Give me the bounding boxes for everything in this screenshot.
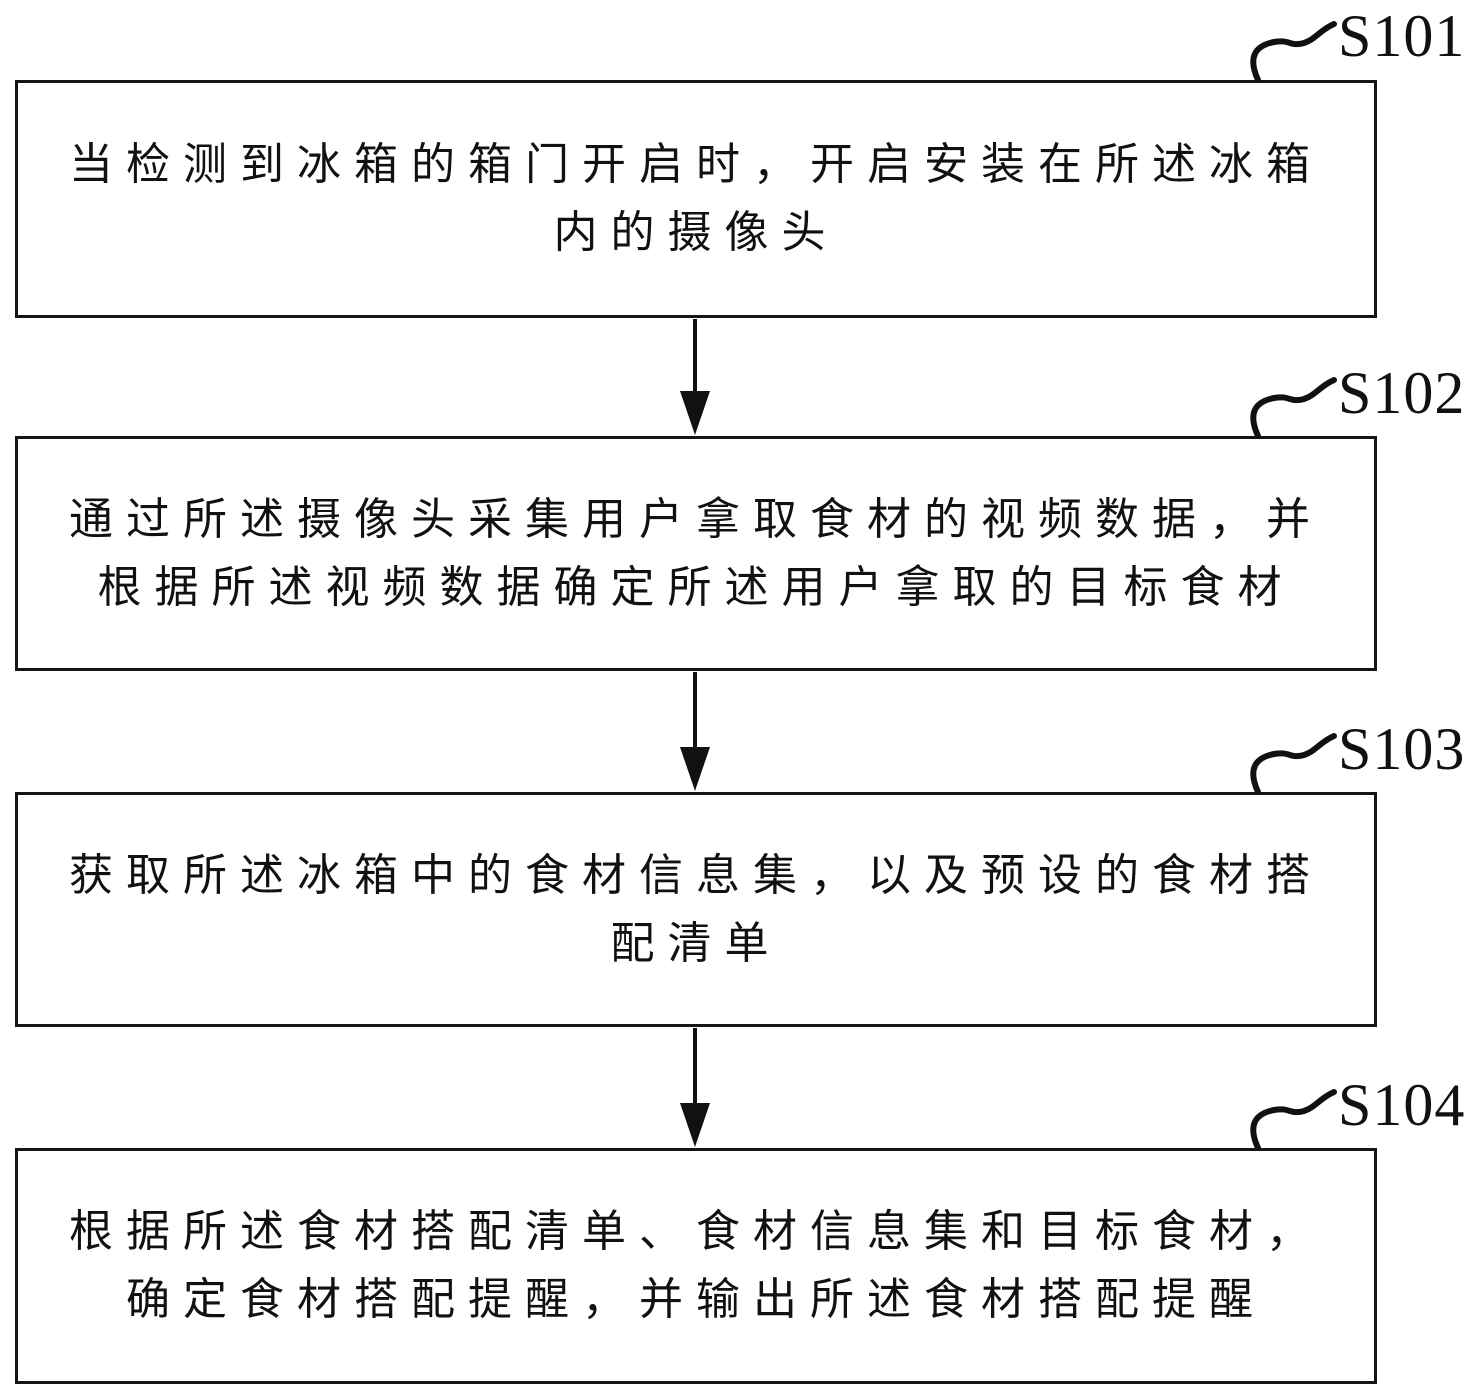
arrow-head-icon (680, 747, 710, 791)
arrow-shaft (693, 1028, 697, 1103)
connector-squiggle-icon (1240, 728, 1340, 794)
connector-squiggle-icon (1240, 1084, 1340, 1150)
flow-step-box-s102: 通过所述摄像头采集用户拿取食材的视频数据，并 根据所述视频数据确定所述用户拿取的… (15, 436, 1377, 671)
flow-step-box-s101: 当检测到冰箱的箱门开启时，开启安装在所述冰箱 内的摄像头 (15, 80, 1377, 318)
connector-squiggle-icon (1240, 372, 1340, 438)
step-label-s102: S102 (1338, 360, 1466, 426)
down-arrow (680, 1028, 710, 1147)
flow-step-text-s102: 通过所述摄像头采集用户拿取食材的视频数据，并 根据所述视频数据确定所述用户拿取的… (69, 494, 1323, 612)
down-arrow (680, 319, 710, 435)
down-arrow (680, 672, 710, 791)
flow-step-text-s101: 当检测到冰箱的箱门开启时，开启安装在所述冰箱 内的摄像头 (69, 140, 1323, 257)
flow-step-text-s104: 根据所述食材搭配清单、食材信息集和目标食材， 确定食材搭配提醒，并输出所述食材搭… (69, 1207, 1323, 1324)
arrow-shaft (693, 319, 697, 391)
step-label-s103: S103 (1338, 716, 1466, 782)
step-label-s104: S104 (1338, 1072, 1466, 1138)
flow-step-box-s104: 根据所述食材搭配清单、食材信息集和目标食材， 确定食材搭配提醒，并输出所述食材搭… (15, 1148, 1377, 1384)
flow-step-text-s103: 获取所述冰箱中的食材信息集，以及预设的食材搭 配清单 (69, 850, 1323, 968)
connector-squiggle-icon (1240, 16, 1340, 82)
arrow-head-icon (680, 391, 710, 435)
flow-step-box-s103: 获取所述冰箱中的食材信息集，以及预设的食材搭 配清单 (15, 792, 1377, 1027)
step-label-s101: S101 (1338, 3, 1466, 69)
arrow-shaft (693, 672, 697, 747)
arrow-head-icon (680, 1103, 710, 1147)
